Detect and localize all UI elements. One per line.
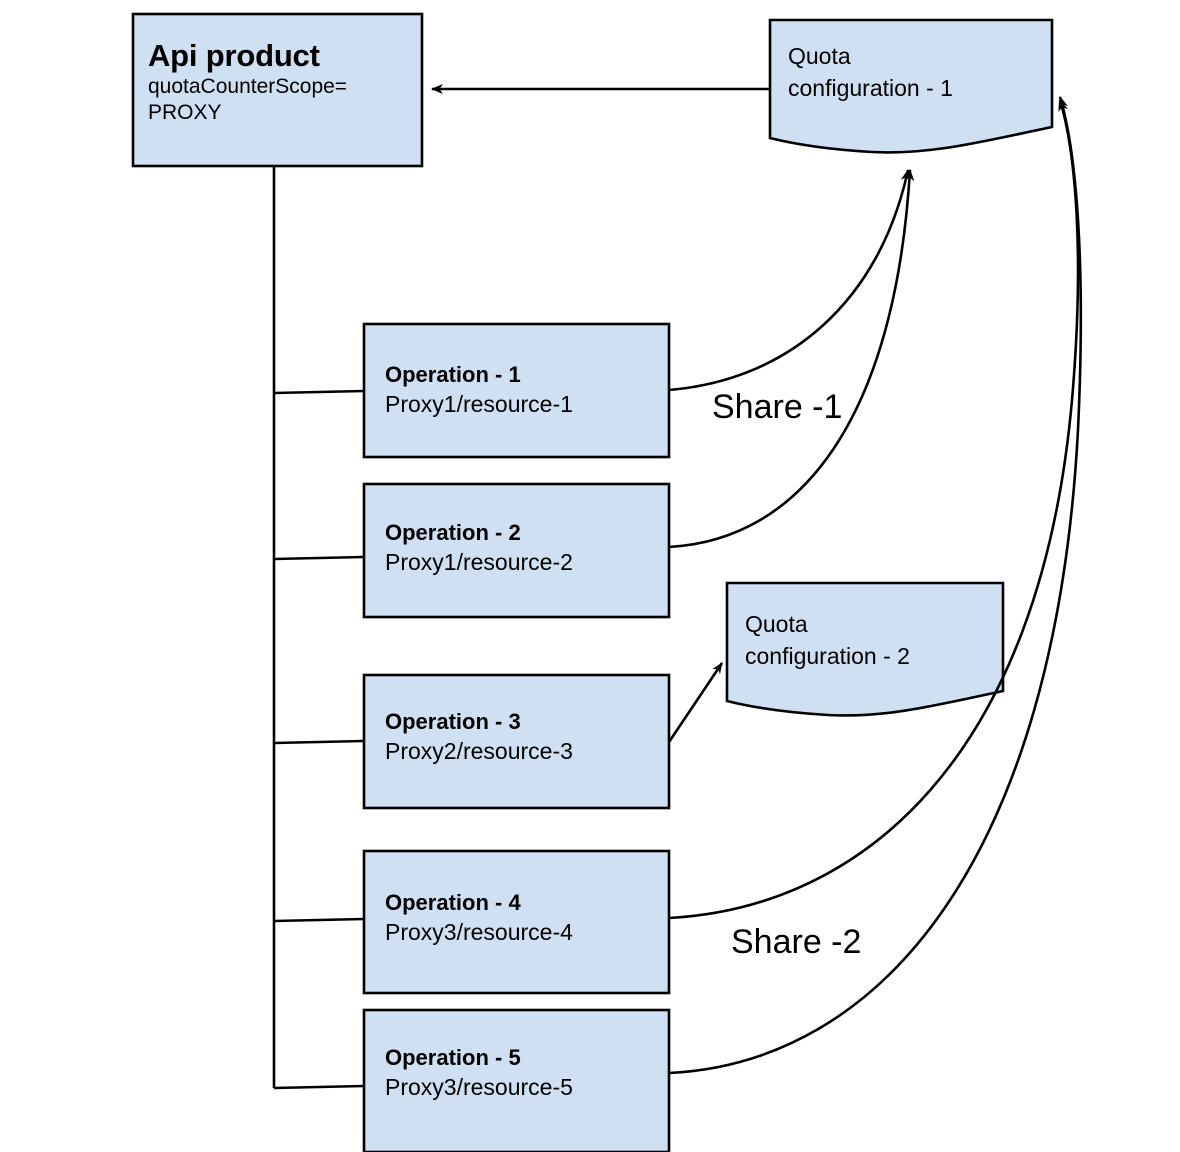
edge-op3-to-quota2 (667, 662, 724, 743)
tree-connectors (272, 166, 365, 1090)
node-operation-2[interactable] (362, 482, 671, 619)
node-operation-1[interactable] (362, 322, 671, 459)
edge-op2-to-quota1 (668, 169, 915, 549)
edge-op5-to-quota1 (668, 96, 1083, 1075)
node-operation-3[interactable] (362, 673, 671, 810)
tree-branch-op1 (273, 389, 365, 395)
tree-branch-op4 (273, 917, 365, 923)
node-operation-4[interactable] (362, 849, 671, 995)
tree-branch-op5 (273, 1084, 365, 1090)
node-quota-configuration-1[interactable] (768, 18, 1054, 154)
node-api-product[interactable] (131, 12, 424, 168)
edge-op4-to-quota1 (668, 99, 1080, 920)
tree-branch-op2 (273, 555, 365, 561)
tree-branch-op3 (273, 739, 365, 745)
node-operation-5[interactable] (362, 1008, 671, 1152)
edge-op1-to-quota1 (668, 169, 911, 392)
node-quota-configuration-2[interactable] (725, 581, 1005, 717)
